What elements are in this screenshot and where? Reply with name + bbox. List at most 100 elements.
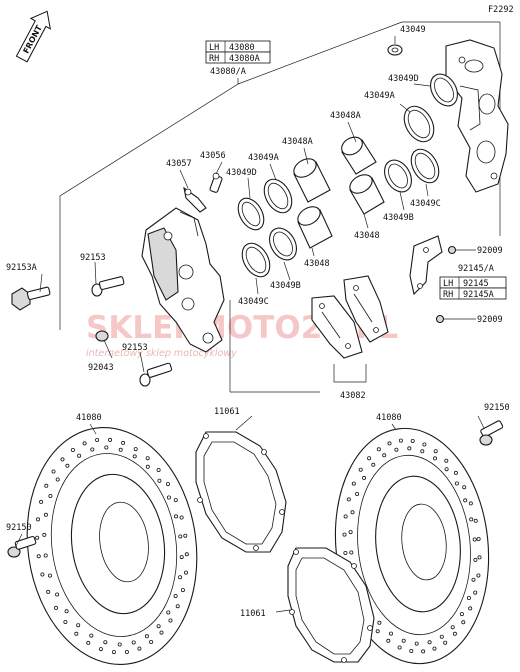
- label-92153-bottom: 92153: [122, 343, 148, 353]
- disc-hole: [166, 610, 171, 615]
- disc-hole: [157, 478, 162, 483]
- disc-hole: [95, 437, 100, 442]
- disc-hole: [407, 446, 412, 451]
- disc-hole: [149, 640, 154, 645]
- label-43082: 43082: [340, 391, 366, 401]
- cap-43057: [183, 186, 207, 213]
- bolt-92150-left: [7, 535, 37, 558]
- label-43049a-right: 43049A: [364, 91, 395, 101]
- bracket-side-lh: LH: [443, 279, 453, 289]
- bracket-part-rh: 92145A: [463, 290, 494, 300]
- disc-hole: [145, 464, 150, 469]
- disc-hole: [375, 629, 380, 634]
- disc-hole: [48, 573, 53, 578]
- disc-hole: [346, 497, 351, 502]
- washer-92043: [95, 330, 109, 342]
- disc-hole: [70, 447, 75, 452]
- label-11061-top: 11061: [214, 407, 240, 417]
- label-43049a-left: 43049A: [248, 153, 279, 163]
- disc-hole: [367, 456, 372, 461]
- disc-hole: [469, 517, 474, 522]
- disc-hole: [46, 589, 51, 594]
- disc-hole: [387, 441, 392, 446]
- disc-hole: [443, 640, 448, 645]
- disc-hole: [444, 467, 449, 472]
- disc-hole: [165, 482, 170, 487]
- disc-hole: [463, 498, 468, 503]
- left-disc-holes: [35, 437, 189, 655]
- part-labels: 43049 43049D 43049A 43048A 43048A 43056 …: [6, 25, 510, 619]
- disc-hole: [63, 620, 68, 625]
- bracket-part-lh: 92145: [463, 279, 489, 289]
- disc-hole: [51, 469, 56, 474]
- disc-hole: [173, 514, 178, 519]
- disc-hole: [362, 475, 367, 480]
- label-92043: 92043: [88, 363, 114, 373]
- disc-hole: [74, 631, 79, 636]
- front-direction-arrow: FRONT: [15, 10, 51, 63]
- pads-leader-bracket: [333, 364, 367, 383]
- disc-hole: [432, 456, 437, 461]
- bolt-92153-top: [91, 276, 125, 297]
- disc-hole: [178, 575, 183, 580]
- washer-43049: [387, 36, 403, 56]
- disc-hole: [118, 447, 123, 452]
- disc-hole: [377, 620, 382, 625]
- label-92150-right: 92150: [484, 403, 510, 413]
- disc-hole: [173, 594, 178, 599]
- disc-hole: [183, 570, 188, 575]
- disc-hole: [64, 609, 69, 614]
- disc-hole: [44, 483, 49, 488]
- disc-hole: [175, 604, 180, 609]
- disc-hole: [453, 470, 458, 475]
- label-41080-left: 41080: [76, 413, 102, 423]
- disc-hole: [98, 647, 103, 652]
- disc-hole: [86, 640, 91, 645]
- disc-hole: [466, 596, 471, 601]
- label-43057: 43057: [166, 159, 192, 169]
- disc-hole: [401, 638, 406, 643]
- brake-disc-right: [334, 427, 490, 665]
- disc-hole: [444, 458, 449, 463]
- disc-hole: [398, 438, 403, 443]
- seal-43049c-right: [410, 148, 440, 184]
- disc-hole: [42, 532, 47, 537]
- figure-code: F2292: [488, 5, 514, 15]
- label-41080-right: 41080: [376, 413, 402, 423]
- disc-hole: [452, 631, 457, 636]
- disc-hole: [137, 646, 142, 651]
- disc-hole: [439, 634, 444, 639]
- disc-hole: [343, 514, 348, 519]
- disc-hole: [156, 467, 161, 472]
- caliper-left-half: [141, 207, 225, 353]
- disc-hole: [180, 588, 185, 593]
- right-disc-holes: [342, 438, 482, 654]
- label-43049d-right: 43049D: [388, 74, 419, 84]
- bleed-valve-43056: [209, 172, 223, 193]
- disc-hole: [349, 550, 354, 555]
- disc-hole: [108, 437, 113, 442]
- piston-43048a-left: [293, 158, 331, 203]
- disc-hole: [397, 645, 402, 650]
- caliper-header-box: LH 43080 RH 43080A 43080/A: [205, 40, 271, 77]
- label-92009-top: 92009: [477, 246, 503, 256]
- screw-92009-top: [447, 245, 476, 255]
- disc-hole: [468, 501, 473, 506]
- label-92150-left: 92150: [6, 523, 32, 533]
- label-11061-bottom: 11061: [240, 609, 266, 619]
- disc-hole: [43, 512, 48, 517]
- seal-43049a-right: [403, 105, 435, 143]
- gasket-11061-top: [195, 431, 287, 553]
- bolt-92150-right: [479, 420, 504, 446]
- caliper-part-rh: 43080A: [229, 54, 260, 64]
- piston-43048-right: [349, 174, 385, 215]
- disc-hole: [473, 518, 478, 523]
- disc-hole: [410, 438, 415, 443]
- watermark-tagline: internetowy sklep motocyklowy: [86, 348, 237, 359]
- disc-hole: [183, 533, 188, 538]
- disc-hole: [462, 485, 467, 490]
- disc-hole: [179, 515, 184, 520]
- label-43048-right: 43048: [354, 231, 380, 241]
- label-43048a-left: 43048A: [282, 137, 313, 147]
